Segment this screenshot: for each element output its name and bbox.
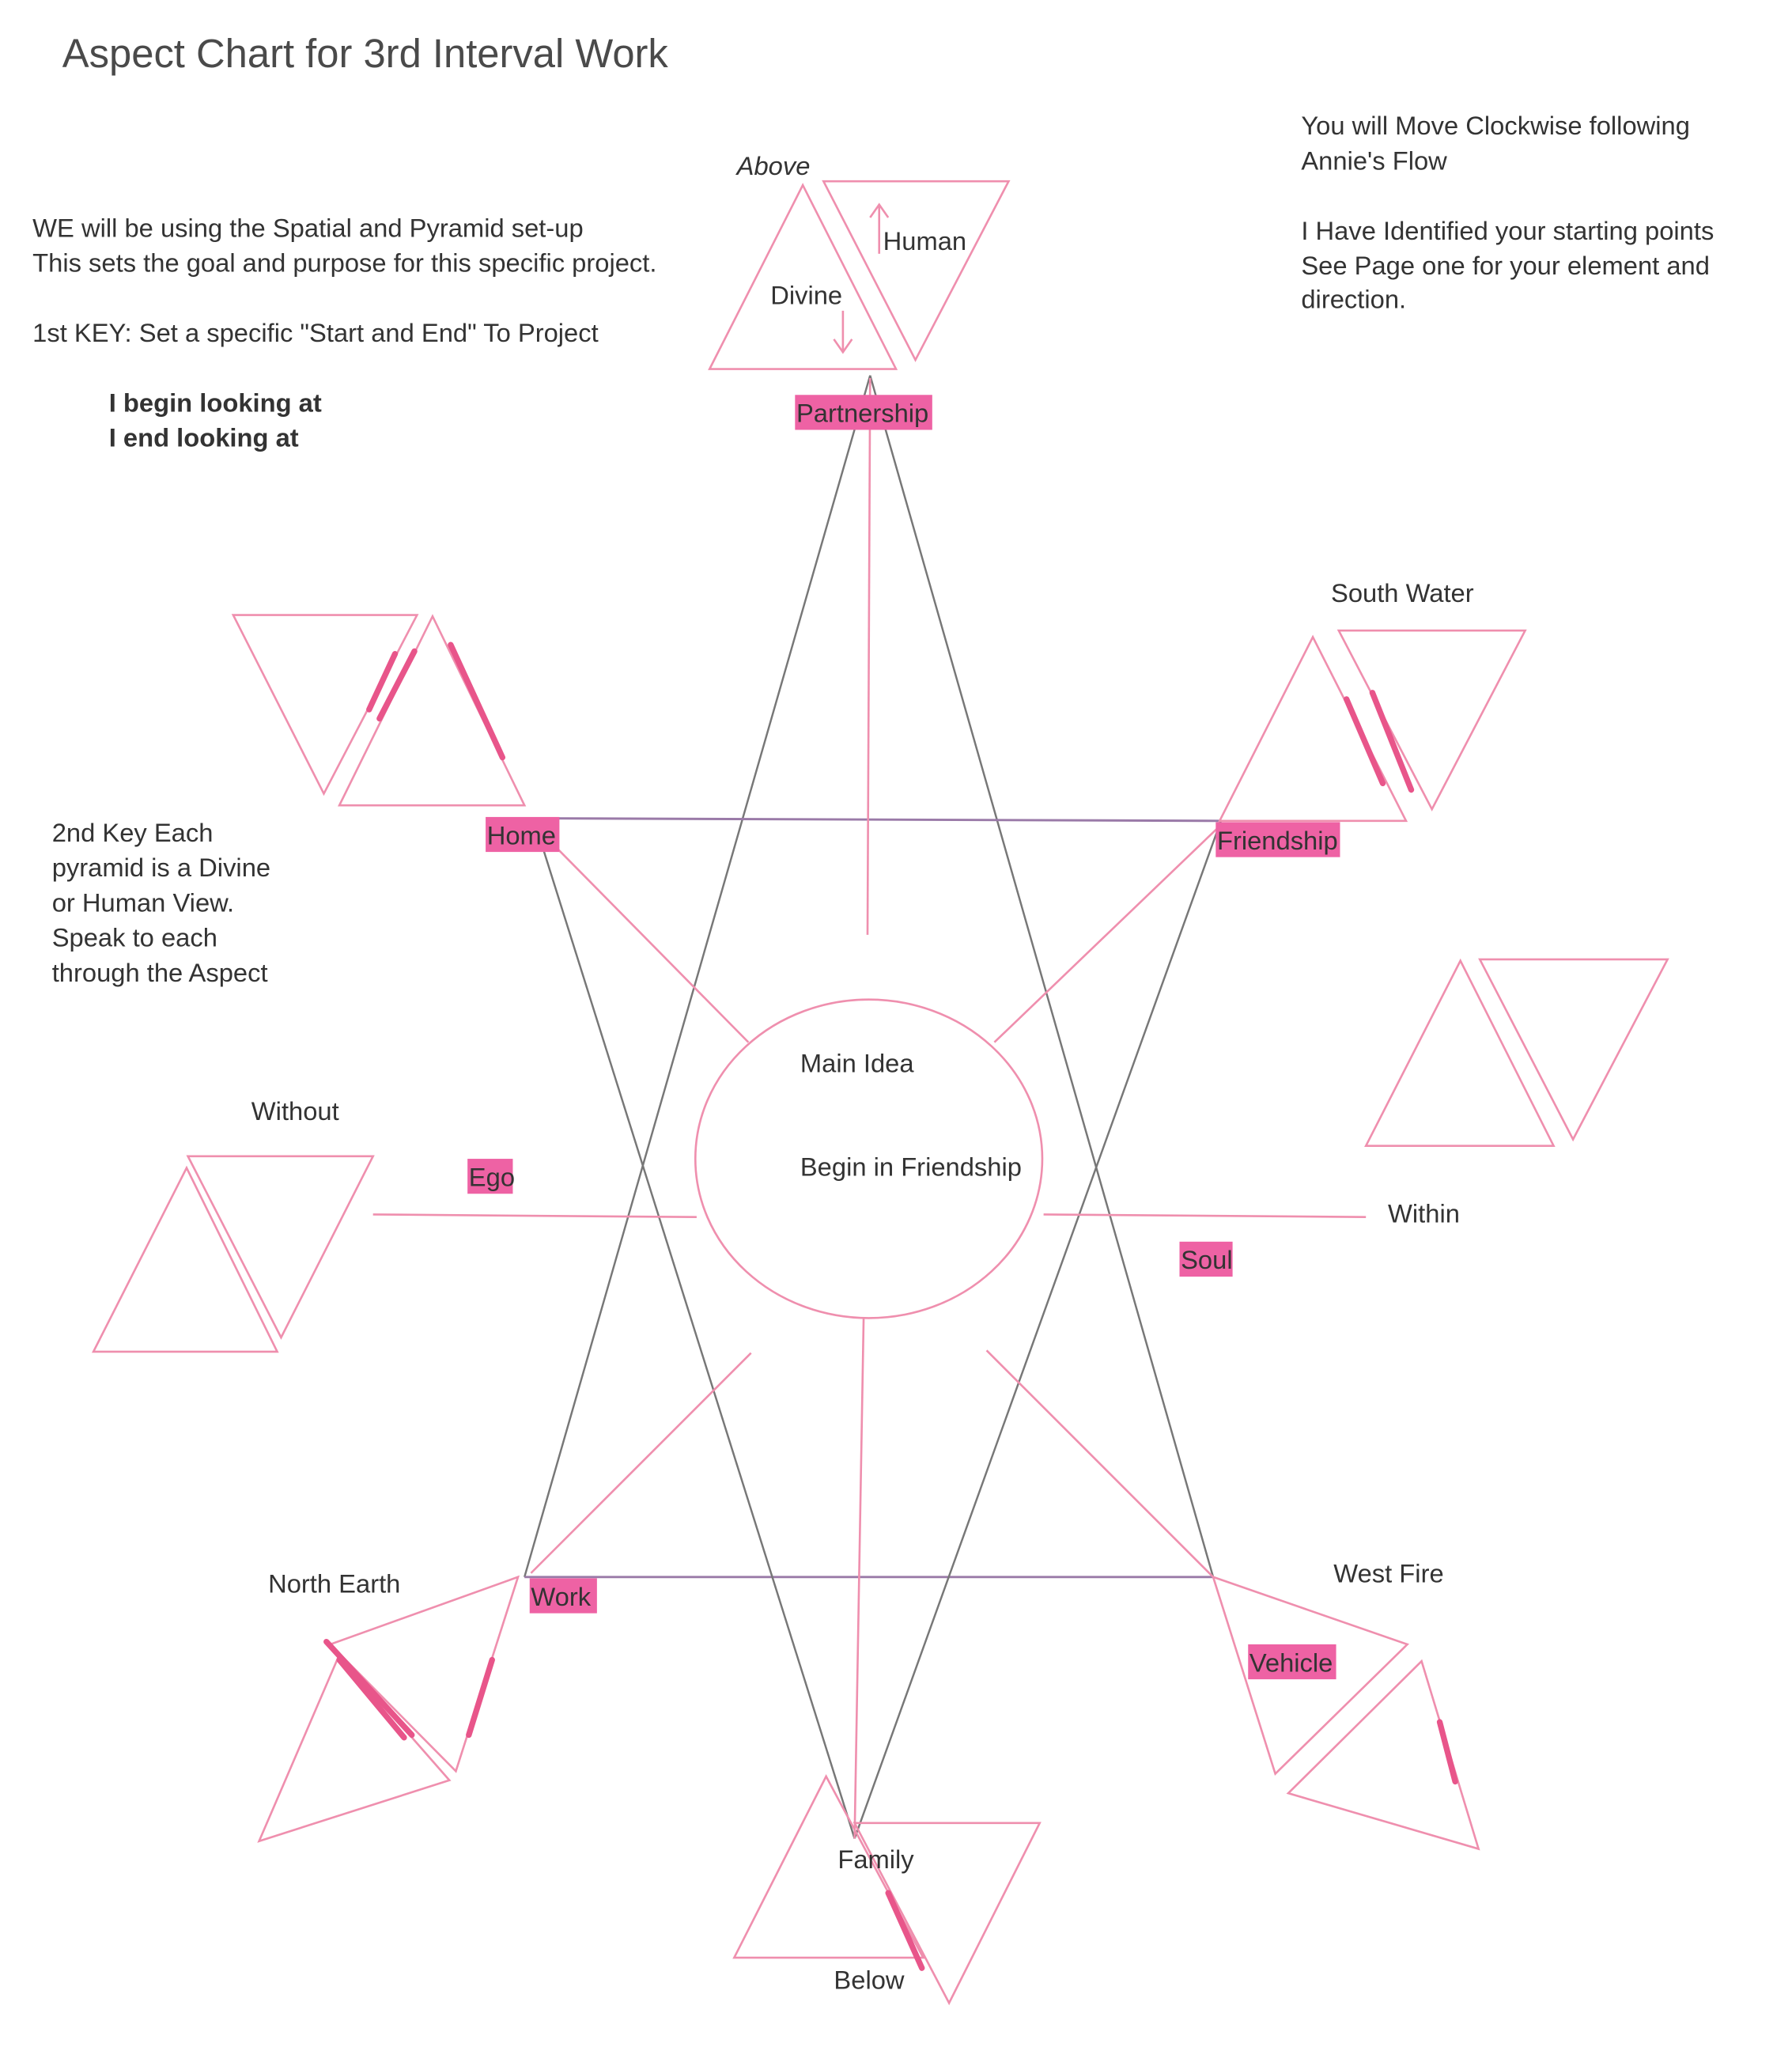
aspect-work: Work <box>529 1578 597 1614</box>
note-line: or Human View. <box>52 887 234 917</box>
aspect-label: Soul <box>1181 1245 1233 1274</box>
label-human: Human <box>883 226 966 255</box>
pyramid-without <box>91 1155 375 1353</box>
aspect-label: Friendship <box>1217 826 1338 855</box>
aspect-label: Home <box>487 820 556 849</box>
aspect-label: Ego <box>469 1162 515 1191</box>
aspect-home: Home <box>486 816 560 853</box>
pyramid-south-water <box>1218 629 1527 823</box>
note-line: 2nd Key Each <box>52 818 214 847</box>
pyramid-below <box>732 1774 1042 2006</box>
note-line: This sets the goal and purpose for this … <box>32 248 656 278</box>
aspect-partnership: Partnership <box>795 395 932 430</box>
left-notes: WE will be using the Spatial and Pyramid… <box>32 214 656 452</box>
note-line: 1st KEY: Set a specific "Start and End" … <box>32 318 599 347</box>
aspect-ego: Ego <box>467 1159 515 1194</box>
note-line: through the Aspect <box>52 958 268 987</box>
note-line: Speak to each <box>52 923 217 952</box>
label-divine: Divine <box>770 281 842 310</box>
main-idea-label: Main Idea <box>800 1048 914 1077</box>
main-idea-circle <box>694 998 1044 1319</box>
main-idea-sub: Begin in Friendship <box>800 1152 1022 1181</box>
label-family: Family <box>837 1845 914 1874</box>
label-west-fire: West Fire <box>1333 1558 1443 1587</box>
aspect-friendship: Friendship <box>1215 822 1340 857</box>
label-below: Below <box>834 1965 904 1994</box>
spokes <box>372 377 1367 1839</box>
label-within: Within <box>1388 1198 1460 1228</box>
end-label: I end looking at <box>109 423 299 452</box>
note-line: I Have Identified your starting points <box>1301 216 1714 245</box>
pyramid-right <box>1364 958 1669 1148</box>
label-north-earth: North Earth <box>268 1568 400 1598</box>
aspect-label: Vehicle <box>1249 1648 1333 1677</box>
label-above: Above <box>735 151 811 180</box>
aspect-label: Partnership <box>796 399 928 428</box>
note-line: direction. <box>1301 285 1406 314</box>
aspect-vehicle: Vehicle <box>1248 1644 1336 1680</box>
aspect-soul: Soul <box>1179 1241 1233 1277</box>
pyramid-upper-left <box>231 614 527 807</box>
aspect-label: Work <box>531 1582 591 1611</box>
note-line: pyramid is a Divine <box>52 853 270 882</box>
hexagram <box>524 375 1223 1839</box>
pyramid-west-fire <box>1212 1575 1480 1851</box>
page-title: Aspect Chart for 3rd Interval Work <box>62 31 669 76</box>
right-notes: You will Move Clockwise following Annie'… <box>1301 111 1714 313</box>
begin-label: I begin looking at <box>109 388 322 418</box>
note-line: See Page one for your element and <box>1301 251 1710 280</box>
note-line: You will Move Clockwise following <box>1301 111 1690 140</box>
label-south-water: South Water <box>1331 578 1474 607</box>
note-line: Annie's Flow <box>1301 146 1447 175</box>
note-line: WE will be using the Spatial and Pyramid… <box>32 214 584 243</box>
label-without: Without <box>251 1096 339 1126</box>
pyramid-above <box>708 180 1011 370</box>
second-key-notes: 2nd Key Each pyramid is a Divine or Huma… <box>52 818 270 987</box>
pyramid-north-earth <box>257 1575 520 1843</box>
